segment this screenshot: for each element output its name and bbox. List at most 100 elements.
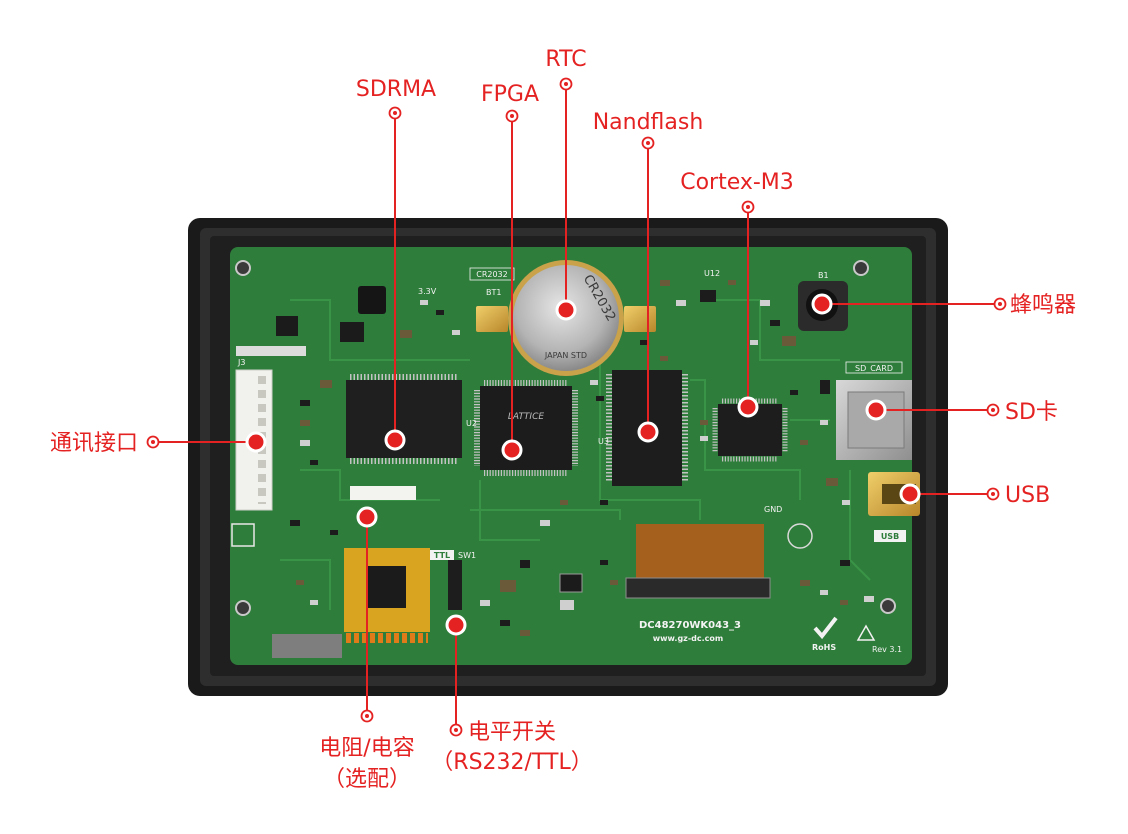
smd-component [500,580,516,592]
silk-model: DC48270WK043_3 [639,620,741,631]
smd-component [300,400,310,406]
smd-component [436,310,444,315]
battery-clip-left [476,306,508,332]
pcb-trace [280,559,331,610]
pcb-traces [280,299,871,610]
ring-level-switch-center [454,728,458,732]
silk-u12: U12 [704,269,720,278]
small-connector [350,486,416,500]
label-fpga: FPGA [481,82,539,107]
ring-fpga-center [510,114,514,118]
pcb-trace [290,299,470,361]
smd-component [610,580,618,585]
smd-component [700,436,708,441]
pcb-trace [700,299,840,361]
smd-component [660,356,668,361]
sd-silk-box [845,361,903,374]
pcb-trace [479,480,540,541]
smd-component [296,580,304,585]
fpc-cable [636,524,764,578]
dot-rtc [555,299,577,321]
smd-component [290,520,300,526]
smd-component [400,330,412,338]
smd-component [820,590,828,595]
silk-sd-card: SD_CARD [855,364,893,373]
ring-cortex-center [746,205,750,209]
label-buzzer: 蜂鸣器 [1010,293,1076,318]
smd-component [420,300,428,305]
smd-component [676,300,686,306]
smd-component [600,500,608,505]
smd-component [700,290,716,302]
smd-component [640,340,648,345]
dot-sdrma [384,429,406,451]
smd-component [840,560,850,566]
dot-usb [899,483,921,505]
silk-website: www.gz-dc.com [653,634,723,643]
ring-sdrma-center [393,111,397,115]
smd-component [300,440,310,446]
label-resistor-capacitor-note: （选配） [323,767,411,792]
smd-component [864,596,874,602]
smd-component [310,600,318,605]
inductor [358,286,386,314]
smd-component [700,420,708,425]
pcb-trace [690,379,801,500]
test-ring [787,523,813,549]
label-sdrma: SDRMA [356,77,436,102]
smd-component [820,420,828,425]
smd-component [540,520,550,526]
power-ic [340,322,364,342]
diode [276,316,298,336]
smd-component [800,440,808,445]
pcb-trace [599,360,701,520]
smd-components [290,280,874,636]
silk-revision: Rev 3.1 [872,645,902,654]
crystal [559,573,583,593]
silk-ttl: TTL [434,551,450,560]
smd-component [826,478,838,486]
ring-resistor-capacitor-center [365,714,369,718]
smd-component [590,380,598,385]
battery-clip-right [624,306,656,332]
smd-component [770,320,780,326]
smd-component [600,560,608,565]
fpga-brand: LATTICE [508,412,544,422]
ring-rtc-center [564,82,568,86]
silk-battery-ref: BT1 [486,288,501,297]
smd-component [760,300,770,306]
label-level-switch: 电平开关 [468,720,556,745]
battery-silk-box [469,267,515,281]
smd-component [520,560,530,568]
sdram-chip [346,380,462,458]
smd-component [560,600,574,610]
optional-chip [368,566,406,608]
ring-usb-center [991,492,995,496]
label-resistor-capacitor: 电阻/电容 [319,736,414,761]
silk-rohs: RoHS [812,643,836,652]
fpc-connector [625,577,771,599]
smd-component [520,630,530,636]
silk-battery-label: CR2032 [476,270,508,279]
label-cortex: Cortex-M3 [680,170,794,195]
dot-resistor-capacitor [356,506,378,528]
ttl-silk-box [430,550,454,560]
label-nandflash: Nandflash [593,110,704,135]
ring-sd-card-center [991,408,995,412]
smd-component [790,390,798,395]
smd-component [800,580,810,586]
battery-origin: JAPAN STD [544,351,587,360]
silk-voltage: 3.3V [418,287,437,296]
smd-component [840,600,848,605]
label-comm-port: 通讯接口 [50,431,138,456]
dot-level-switch [445,614,467,636]
dot-buzzer [811,293,833,315]
mounting-hole [235,600,251,616]
smd-component [300,420,310,426]
label-usb: USB [1005,483,1050,508]
smd-component [310,460,318,465]
callouts: RTC SDRMA FPGA Nandflash Cortex-M3 蜂鸣器 S… [50,47,1076,792]
smd-component [500,620,510,626]
smd-component [820,380,830,394]
label-level-switch-note: （RS232/TTL） [431,750,592,775]
